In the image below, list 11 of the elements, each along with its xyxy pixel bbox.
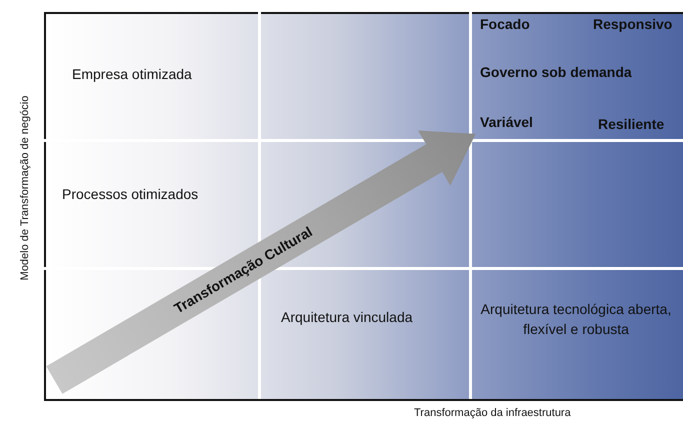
attribute-label: Governo sob demanda xyxy=(480,64,632,80)
attribute-label: Focado xyxy=(480,16,530,32)
attribute-label: Variável xyxy=(480,114,533,130)
axis-title: Transformação da infraestrutura xyxy=(414,407,571,419)
quadrant-label: Arquitetura tecnológica aberta, flexível e robusta xyxy=(480,300,672,339)
quadrant-label: Processos otimizados xyxy=(62,186,198,202)
axis-title: Modelo de Transformação de negócio xyxy=(19,94,31,282)
quadrant-label: Arquitetura vinculada xyxy=(281,309,413,325)
attribute-label: Responsivo xyxy=(593,16,672,32)
quadrant-label: Empresa otimizada xyxy=(72,66,192,82)
attribute-label: Resiliente xyxy=(598,116,664,132)
